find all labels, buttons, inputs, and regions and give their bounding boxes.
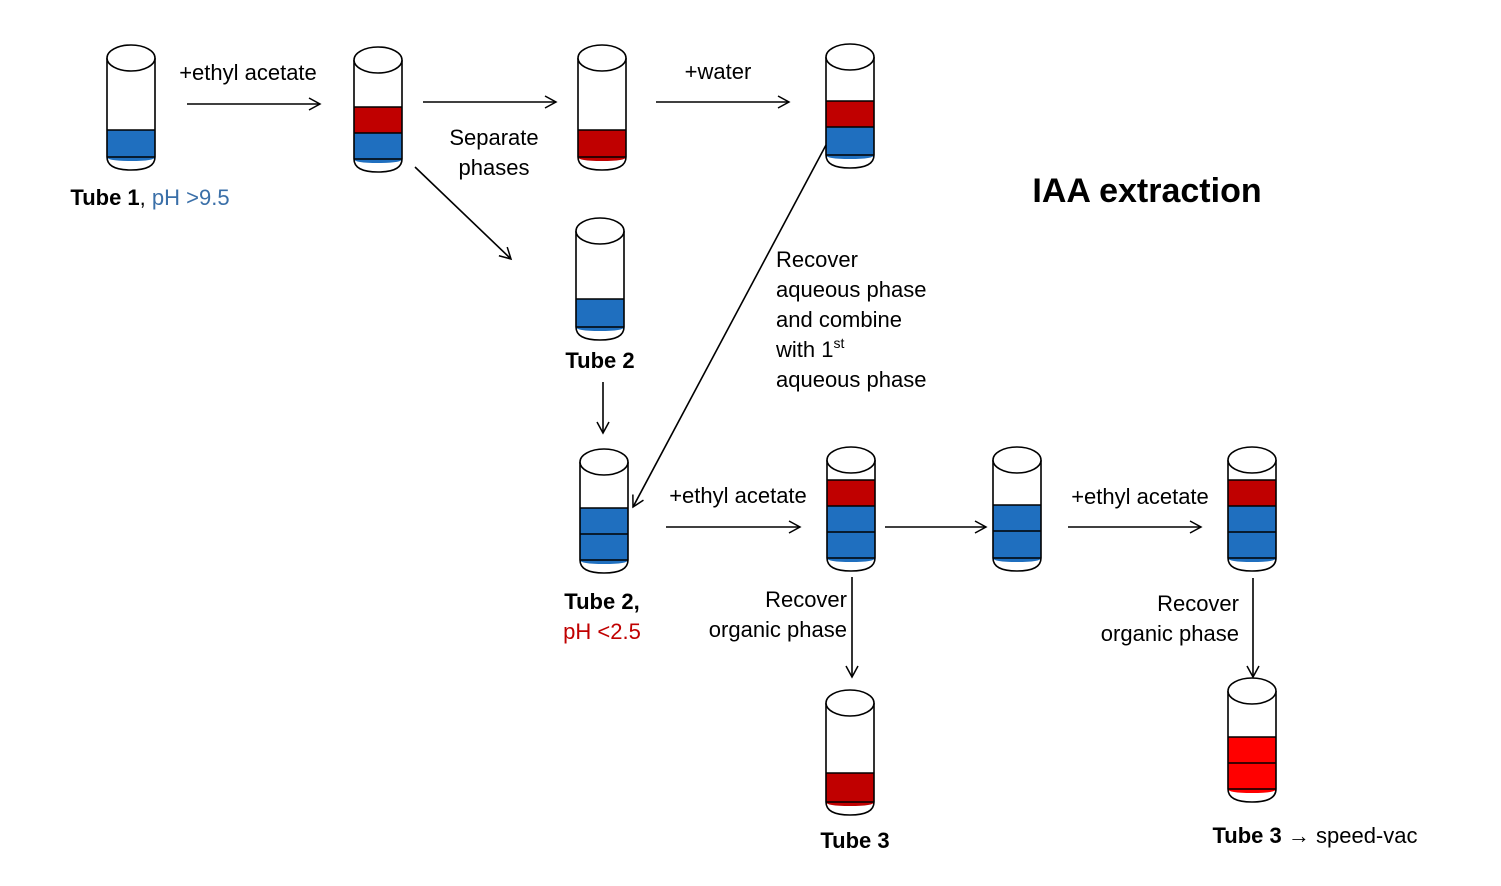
tube-layer-aqueous	[826, 127, 874, 159]
label-add-ethyl-acetate-2: +ethyl acetate	[669, 483, 807, 508]
tube-layer-organic	[1228, 480, 1276, 506]
label-recover-aqueous-line4: with 1st	[775, 335, 844, 362]
tube-outline	[1227, 460, 1277, 572]
tube-outline	[826, 460, 876, 572]
tube-3-final	[1227, 677, 1277, 803]
tube-outline	[577, 58, 627, 171]
tube-opening	[992, 446, 1042, 474]
tube-2-acidified	[579, 448, 629, 574]
tube-layer-aqueous	[993, 505, 1041, 531]
label-with-1: with 1	[775, 337, 833, 362]
tube3-final-name: Tube 3	[1213, 823, 1282, 848]
tube-opening	[825, 689, 875, 717]
tube-layer-organic_bright	[1228, 737, 1276, 763]
tube-organic-plus-water	[825, 43, 875, 169]
tube-outline	[992, 460, 1042, 572]
tube-layer-aqueous	[580, 508, 628, 534]
tube-2-aqueous-remaining	[992, 446, 1042, 572]
tube-opening	[577, 44, 627, 72]
tube-layer-organic	[826, 101, 874, 127]
tube-1-plus-ethyl-acetate	[353, 46, 403, 173]
tube-outline	[1227, 691, 1277, 803]
tube-layer-organic	[354, 107, 402, 133]
tube-opening	[353, 46, 403, 74]
diagram-title: IAA extraction	[1032, 172, 1261, 210]
label-recover-organic-1-line1: Recover	[765, 587, 847, 612]
tube-layer-aqueous	[1228, 532, 1276, 562]
tube-layer-aqueous	[827, 506, 875, 532]
tube-2-second-extraction	[826, 446, 876, 572]
tube-opening	[575, 217, 625, 245]
tube1-label: Tube 1, pH >9.5	[70, 185, 229, 210]
label-recover-aqueous-line2: aqueous phase	[776, 277, 926, 302]
tube-layer-aqueous	[993, 531, 1041, 562]
tube-layer-aqueous	[354, 133, 402, 163]
tube-layer-organic	[827, 480, 875, 506]
label-separate-phases-line1: Separate	[449, 125, 538, 150]
tube-layer-aqueous	[827, 532, 875, 562]
tube-layer-organic	[826, 773, 874, 806]
tube-layer-organic	[578, 130, 626, 161]
label-add-water: +water	[685, 59, 752, 84]
tubes-group	[106, 43, 1277, 816]
label-add-ethyl-acetate-1: +ethyl acetate	[179, 60, 317, 85]
label-recover-organic-1-line2: organic phase	[709, 617, 847, 642]
tube-layer-aqueous	[107, 130, 155, 161]
tube-outline	[579, 462, 629, 574]
tube-layer-aqueous	[1228, 506, 1276, 532]
label-separate-phases-line2: phases	[459, 155, 530, 180]
tube3-final-label: Tube 3 → speed-vac	[1213, 823, 1418, 848]
tube3-label: Tube 3	[820, 828, 889, 853]
tube1-ph: pH >9.5	[152, 185, 230, 210]
tube-layer-organic_bright	[1228, 763, 1276, 793]
label-recover-aqueous-line1: Recover	[776, 247, 858, 272]
tube3-final-suffix: → speed-vac	[1282, 823, 1418, 848]
tube-opening	[1227, 677, 1277, 705]
tube-organic-phase	[577, 44, 627, 171]
tube2-acidified-ph: pH <2.5	[563, 619, 641, 644]
arrow-mix-to-tube2	[414, 166, 513, 261]
label-recover-organic-2-line2: organic phase	[1101, 621, 1239, 646]
tube2-acidified-label: Tube 2,	[564, 589, 639, 614]
tube-outline	[106, 58, 156, 171]
tube-opening	[1227, 446, 1277, 474]
tube-layer-aqueous	[576, 299, 624, 331]
label-recover-organic-2-line1: Recover	[1157, 591, 1239, 616]
tube-3-first	[825, 689, 875, 816]
tube-outline	[353, 60, 403, 173]
arrow-water-to-tube2	[632, 144, 827, 509]
tube-1	[106, 44, 156, 171]
tube-outline	[575, 231, 625, 341]
tube-opening	[579, 448, 629, 476]
tube-2-third-extraction	[1227, 446, 1277, 572]
tube-layer-aqueous	[580, 534, 628, 564]
arrows-group	[187, 95, 1260, 679]
tube-opening	[825, 43, 875, 71]
tube1-name: Tube 1	[70, 185, 139, 210]
tube-opening	[106, 44, 156, 72]
tube-opening	[826, 446, 876, 474]
label-recover-aqueous-line5: aqueous phase	[776, 367, 926, 392]
tube1-separator: ,	[140, 185, 152, 210]
label-superscript-st: st	[833, 335, 844, 351]
label-add-ethyl-acetate-3: +ethyl acetate	[1071, 484, 1209, 509]
label-recover-aqueous-line3: and combine	[776, 307, 902, 332]
tube2-label: Tube 2	[565, 348, 634, 373]
tube-outline	[825, 57, 875, 169]
tube-outline	[825, 703, 875, 816]
tube-2	[575, 217, 625, 341]
